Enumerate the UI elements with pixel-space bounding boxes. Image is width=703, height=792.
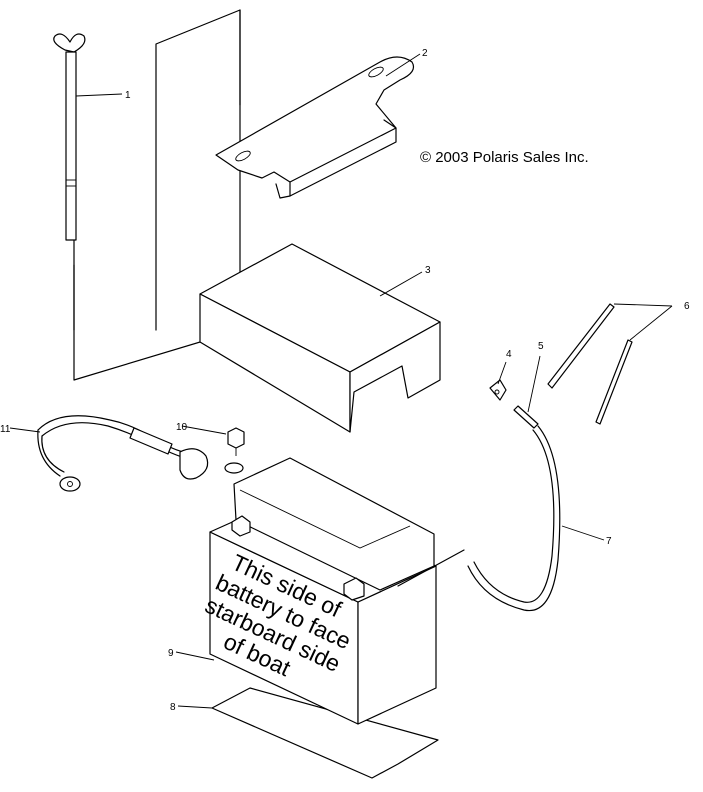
callout-5: 5 <box>538 341 544 352</box>
copyright-notice: © 2003 Polaris Sales Inc. <box>420 149 589 166</box>
callout-6: 6 <box>684 301 690 312</box>
terminal-hardware <box>489 379 539 429</box>
battery-mat <box>211 687 439 779</box>
negative-cable <box>37 415 245 492</box>
leader-lines <box>9 53 673 709</box>
callout-9: 9 <box>168 648 174 659</box>
callout-1: 1 <box>125 90 131 101</box>
callout-10: 10 <box>176 422 188 433</box>
callout-8: 8 <box>170 702 176 713</box>
callout-3: 3 <box>425 265 431 276</box>
callout-2: 2 <box>422 48 428 59</box>
hold-down-rod <box>53 9 241 381</box>
battery-bracket <box>215 56 415 199</box>
cable-ties <box>547 303 633 425</box>
callout-7: 7 <box>606 536 612 547</box>
callout-11: 11 <box>0 424 11 435</box>
positive-cable <box>467 425 561 612</box>
battery <box>209 457 465 725</box>
callout-4: 4 <box>506 349 512 360</box>
battery-cover <box>199 243 441 433</box>
